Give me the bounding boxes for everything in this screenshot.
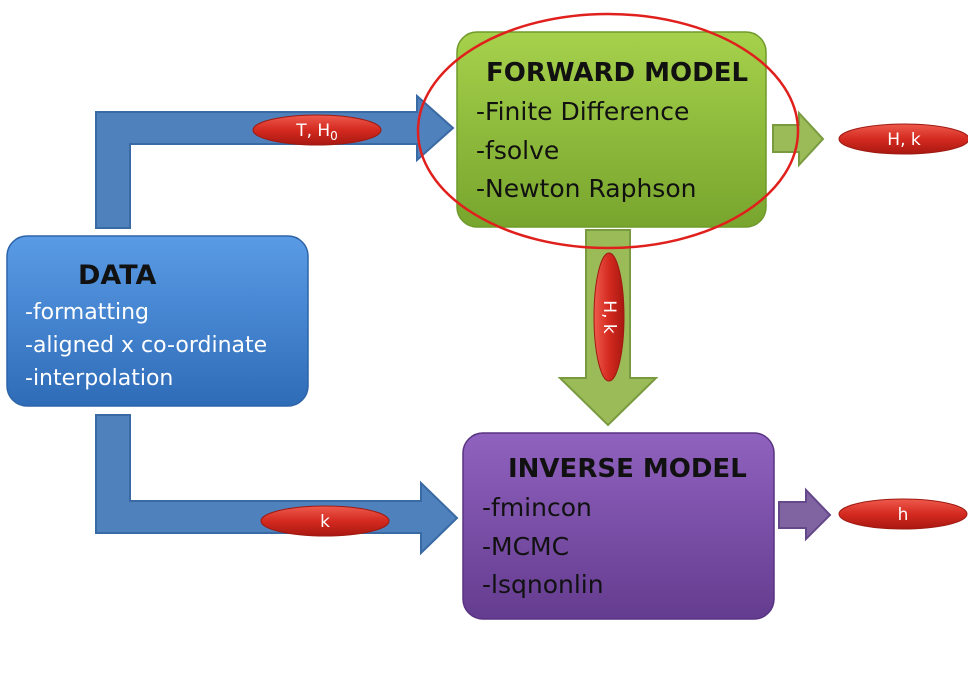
label-pill-h: h xyxy=(838,498,968,530)
label-forward-to-inverse: H, k xyxy=(599,300,619,334)
inverse-output-arrow xyxy=(778,487,832,542)
label-pill-t-h0: T, H0 xyxy=(252,114,382,146)
data-box-title: DATA xyxy=(78,260,157,291)
label-h: h xyxy=(898,505,909,525)
forward-model-title: FORWARD MODEL xyxy=(486,58,748,88)
inverse-model-title: INVERSE MODEL xyxy=(508,454,747,484)
label-forward-output: H, k xyxy=(887,130,921,150)
forward-item-newton-raphson: -Newton Raphson xyxy=(476,174,696,203)
inverse-item-lsqnonlin: -lsqnonlin xyxy=(482,570,604,599)
inverse-item-mcmc: -MCMC xyxy=(482,532,569,561)
forward-highlight-ellipse xyxy=(416,12,800,250)
label-t-h0-subscript: 0 xyxy=(330,129,338,143)
data-to-forward-arrow xyxy=(95,93,455,229)
label-pill-forward-to-inverse: H, k xyxy=(593,252,625,382)
data-to-inverse-arrow xyxy=(95,414,459,556)
label-t-h0: T, H0 xyxy=(295,121,338,143)
label-t-h0-main: T, H xyxy=(295,121,330,141)
label-pill-forward-output: H, k xyxy=(838,123,968,155)
data-item-formatting: -formatting xyxy=(25,300,149,325)
data-item-interpolation: -interpolation xyxy=(25,366,173,391)
data-box: DATA -formatting -aligned x co-ordinate … xyxy=(6,235,309,407)
forward-item-finite-difference: -Finite Difference xyxy=(476,97,689,126)
label-k: k xyxy=(320,512,330,532)
label-pill-k: k xyxy=(260,505,390,537)
inverse-model-box: INVERSE MODEL -fmincon -MCMC -lsqnonlin xyxy=(462,432,775,620)
inverse-item-fmincon: -fmincon xyxy=(482,493,592,522)
forward-item-fsolve: -fsolve xyxy=(476,136,559,165)
forward-model-box: FORWARD MODEL -Finite Difference -fsolve… xyxy=(456,31,767,228)
data-item-aligned: -aligned x co-ordinate xyxy=(25,333,267,358)
